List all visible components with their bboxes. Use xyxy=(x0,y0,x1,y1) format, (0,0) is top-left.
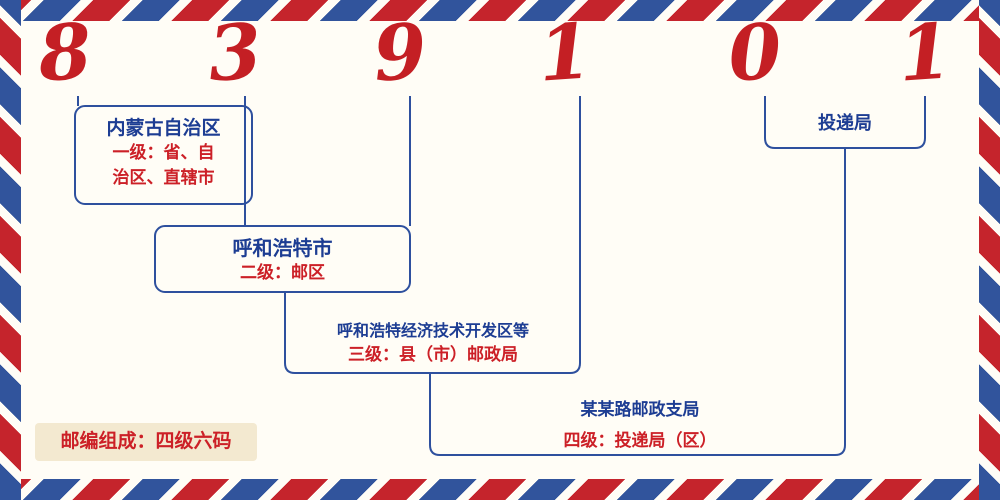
airmail-border-right xyxy=(979,0,1000,500)
level3-bracket xyxy=(284,96,581,374)
level2-place-name: 呼和浩特市 xyxy=(232,238,333,260)
airmail-border-bottom xyxy=(0,479,1000,500)
postal-digit-1: 8 xyxy=(35,6,95,99)
delivery-office-label: 投递局 xyxy=(818,113,872,133)
postal-digit-6: 1 xyxy=(895,6,955,99)
level1-place-name: 内蒙古自治区 xyxy=(106,118,221,139)
postal-digit-2: 3 xyxy=(205,6,265,99)
delivery-bracket xyxy=(764,96,926,149)
airmail-border-left xyxy=(0,0,21,500)
level4-bracket xyxy=(429,148,846,456)
level4-description: 四级：投递局（区） xyxy=(563,431,717,450)
postal-digit-3: 9 xyxy=(370,6,430,99)
level3-place-name: 呼和浩特经济技术开发区等 xyxy=(336,323,529,340)
postal-digit-4: 1 xyxy=(535,6,595,99)
level4-place-name: 某某路邮政支局 xyxy=(580,400,700,419)
level1-box xyxy=(74,105,253,205)
level1-description: 一级：省、自 治区、直辖市 xyxy=(112,143,215,187)
postal-composition-badge: 邮编组成：四级六码 xyxy=(35,423,257,461)
level2-description: 二级：邮区 xyxy=(240,263,325,282)
postal-digit-5: 0 xyxy=(725,6,785,99)
level2-box xyxy=(154,225,411,293)
level3-description: 三级：县（市）邮政局 xyxy=(348,345,518,364)
airmail-border-top xyxy=(0,0,1000,21)
